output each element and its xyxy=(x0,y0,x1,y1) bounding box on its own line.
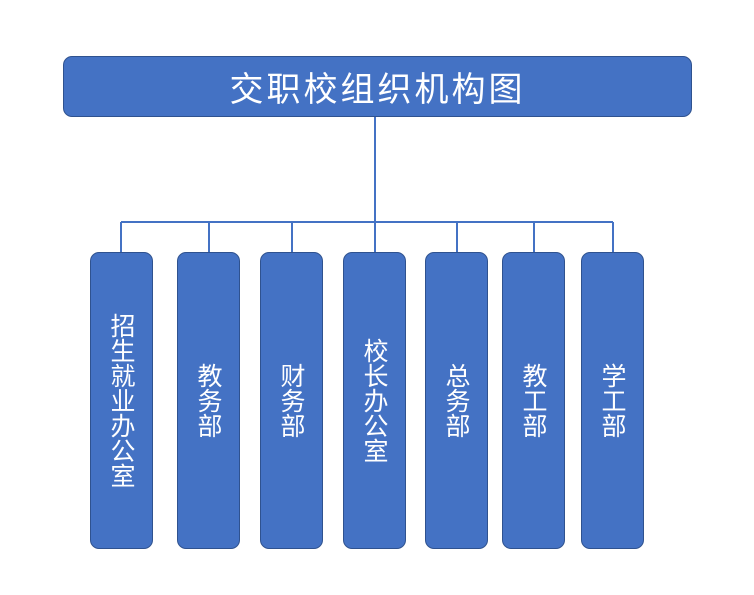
child-node-label: 财务部 xyxy=(277,363,306,438)
child-node-label: 招生就业办公室 xyxy=(107,313,136,488)
child-node-staff-affairs: 教工部 xyxy=(502,252,565,549)
root-node-label: 交职校组织机构图 xyxy=(229,70,526,110)
child-node-finance: 财务部 xyxy=(260,252,323,549)
child-node-label: 校长办公室 xyxy=(360,338,389,463)
root-node: 交职校组织机构图 xyxy=(63,56,692,117)
child-node-label: 教务部 xyxy=(194,363,223,438)
child-node-admissions-employment: 招生就业办公室 xyxy=(90,252,153,549)
child-node-label: 总务部 xyxy=(442,363,471,438)
child-node-label: 教工部 xyxy=(519,363,548,438)
child-node-general-affairs: 总务部 xyxy=(425,252,488,549)
child-node-student-affairs: 学工部 xyxy=(581,252,644,549)
child-node-label: 学工部 xyxy=(598,363,627,438)
child-node-principal-office: 校长办公室 xyxy=(343,252,406,549)
child-node-academic-affairs: 教务部 xyxy=(177,252,240,549)
